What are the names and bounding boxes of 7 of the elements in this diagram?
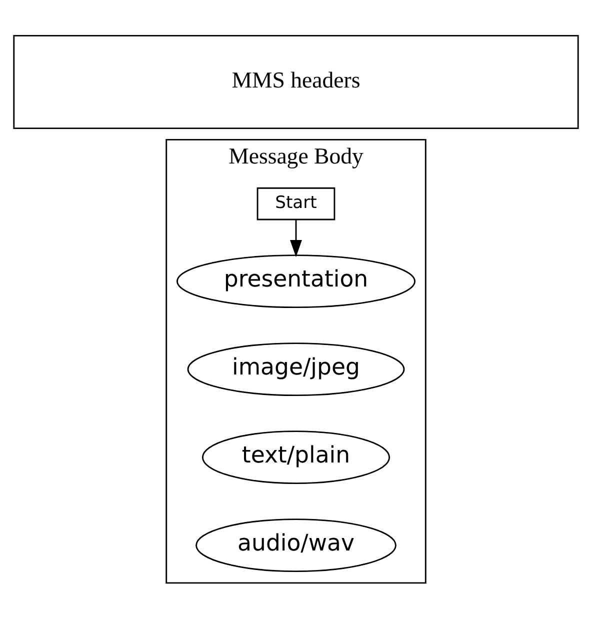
node-ellipse: presentation <box>176 254 416 308</box>
node-ellipse: audio/wav <box>196 518 396 572</box>
node-box: Start <box>256 186 336 220</box>
node-ellipse: text/plain <box>202 430 390 484</box>
node-ellipse: image/jpeg <box>187 342 405 396</box>
node-box: MMS headers <box>13 34 579 129</box>
arrow <box>290 219 302 257</box>
